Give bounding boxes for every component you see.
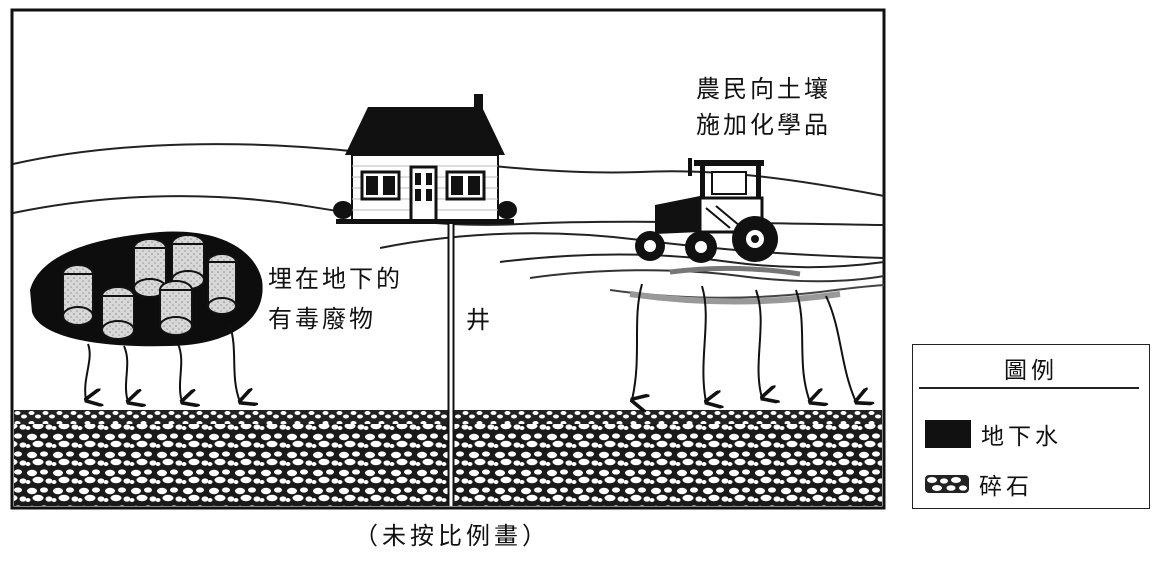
legend-label-groundwater: 地下水 <box>981 424 1062 450</box>
footnote-not-to-scale: （未按比例畫） <box>354 522 550 550</box>
label-well: 井 <box>466 306 493 334</box>
chemical-plume <box>629 291 841 305</box>
soil-layer-2 <box>529 269 885 283</box>
label-farmer-chemicals-line1: 農民向土壤 <box>696 75 831 103</box>
legend: 圖例 地下水 碎石 <box>912 344 1150 509</box>
soil-layer-1 <box>499 253 885 269</box>
barrel-icon <box>62 234 237 340</box>
label-toxic-waste-line1: 埋在地下的 <box>268 265 403 293</box>
chemical-band <box>669 265 801 277</box>
legend-divider <box>919 387 1139 389</box>
seepage-arrows-waste <box>85 325 240 402</box>
legend-item-groundwater: 地下水 <box>925 419 1062 450</box>
toxic-waste-pit <box>30 231 263 347</box>
tractor <box>635 158 778 263</box>
legend-item-gravel: 碎石 <box>925 469 1033 500</box>
house <box>333 94 517 224</box>
legend-title: 圖例 <box>1004 358 1058 384</box>
legend-label-gravel: 碎石 <box>979 474 1033 500</box>
gravel-pattern-icon <box>925 475 969 493</box>
seepage-arrows-farm <box>632 283 856 402</box>
label-toxic-waste-line2: 有毒廢物 <box>268 305 376 333</box>
black-square-icon <box>925 420 971 448</box>
label-farmer-chemicals-line2: 施加化學品 <box>696 111 831 139</box>
